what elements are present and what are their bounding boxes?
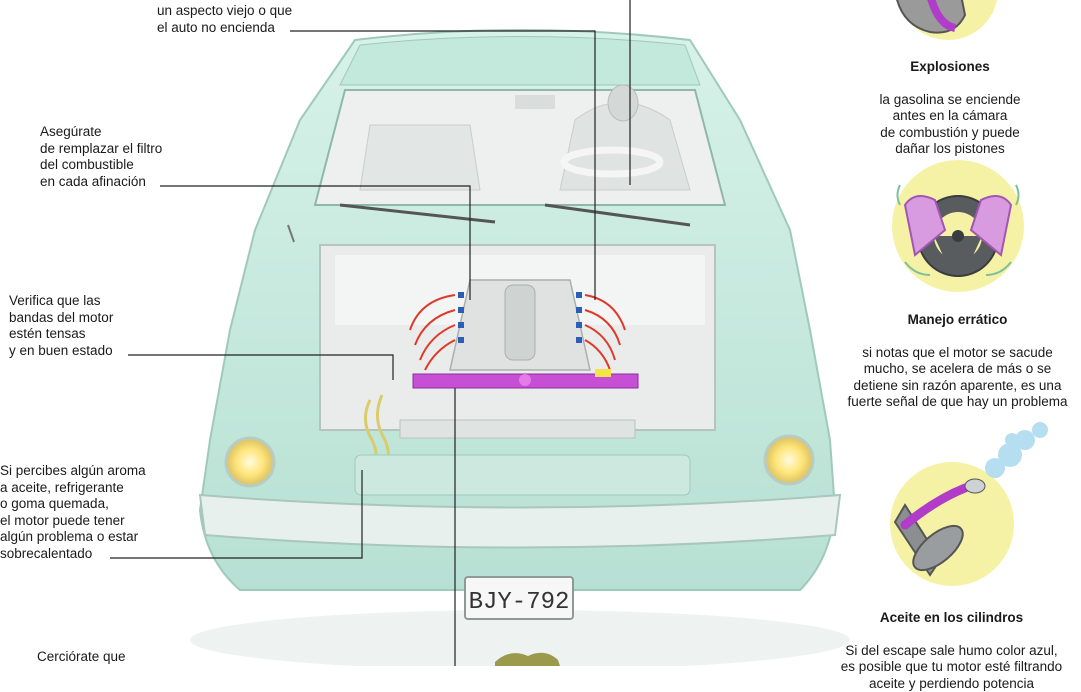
driver-head: [607, 84, 639, 122]
spark-plug-wires: [409, 294, 626, 371]
leader-lines: [110, 0, 631, 666]
front-bumper: [198, 493, 842, 549]
antenna: [287, 224, 295, 243]
license-plate-text: BJY-792: [469, 589, 570, 616]
symptom-oil-cylinders: Aceite en los cilindros Si del escape sa…: [822, 593, 1081, 692]
symptom-text: la gasolina se enciende antes en la cáma…: [879, 91, 1021, 157]
spark-plugs: [458, 292, 582, 343]
steering-wheel-icon: [892, 160, 1024, 292]
oil-puddle: [495, 652, 560, 666]
radiator-cap: [595, 369, 611, 377]
callout-check: Cerciórate que: [37, 649, 126, 664]
rearview-mirror: [515, 95, 555, 109]
grille: [354, 454, 691, 496]
callout-smell: Si percibes algún aroma a aceite, refrig…: [0, 463, 146, 561]
license-plate: [464, 576, 574, 620]
symptom-text: si notas que el motor se sacude mucho, s…: [847, 344, 1068, 410]
leader-smell: [110, 470, 363, 559]
leader-fuel-filter: [160, 185, 471, 300]
callout-old-look: un aspecto viejo o que el auto no encien…: [157, 3, 293, 35]
passenger-seat: [359, 124, 481, 191]
symptom-erratic-driving: Manejo errático si notas que el motor se…: [834, 295, 1081, 411]
radiator-center: [519, 374, 531, 386]
symptom-title: Aceite en los cilindros: [879, 609, 1024, 625]
intake-manifold: [504, 284, 536, 361]
explosion-icon: [896, 0, 997, 40]
callout-belts: Verifica que las bandas del motor estén …: [9, 293, 114, 358]
front-panel: [399, 419, 636, 439]
exhaust-smoke-icon: [890, 422, 1048, 586]
symptom-title: Explosiones: [910, 58, 990, 74]
car-illustration: BJY-792: [110, 0, 1048, 666]
symptom-explosions: Explosiones la gasolina se enciende ante…: [840, 42, 1060, 158]
leader-belts: [128, 354, 394, 380]
symptom-text: Si del escape sale humo color azul, es p…: [840, 642, 1063, 691]
headlight-right: [763, 434, 815, 486]
callout-fuel-filter: Asegúrate de remplazar el filtro del com…: [40, 124, 163, 189]
wiper-right: [544, 203, 691, 227]
car-roof: [339, 36, 701, 86]
leader-old-look: [290, 30, 596, 300]
steering-wheel: [560, 146, 664, 178]
symptom-title: Manejo errático: [907, 311, 1008, 327]
ground-shadow: [190, 610, 850, 666]
headlight-left: [224, 436, 276, 488]
wiper-left: [339, 203, 496, 224]
